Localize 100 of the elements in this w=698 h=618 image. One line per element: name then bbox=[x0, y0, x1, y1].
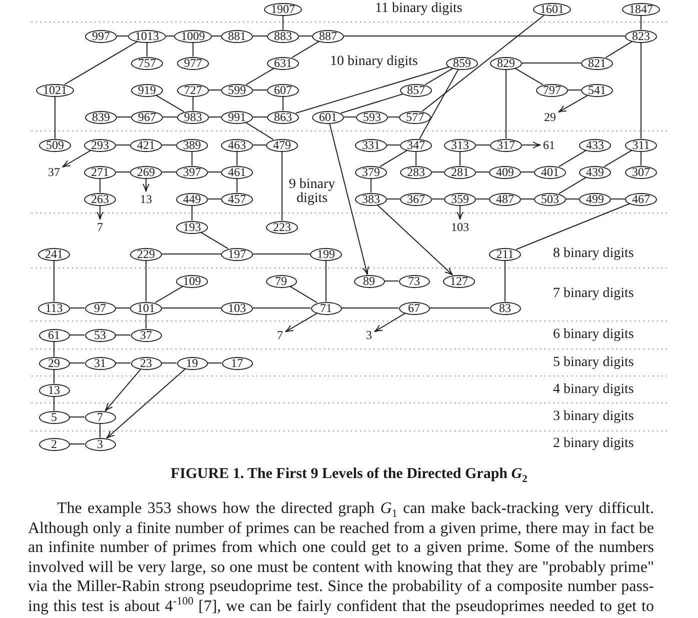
prime-node: 193 bbox=[176, 220, 208, 234]
prime-node: 67 bbox=[398, 302, 430, 314]
connector-line bbox=[252, 116, 268, 118]
prime-node: 631 bbox=[267, 56, 299, 70]
level-label: 11 binary digits bbox=[375, 2, 462, 16]
connector-line bbox=[208, 116, 222, 118]
prime-node: 457 bbox=[221, 192, 253, 206]
connector-line bbox=[520, 198, 534, 200]
prime-node: 379 bbox=[355, 166, 387, 178]
prime-node: 487 bbox=[489, 192, 521, 206]
connector-line bbox=[146, 42, 148, 57]
connector-line bbox=[370, 178, 372, 193]
figure-caption: FIGURE 1. The First 9 Levels of the Directed Graph G$_{2}$ bbox=[170, 465, 528, 483]
connector-line bbox=[236, 178, 238, 193]
prime-node: 1907 bbox=[264, 2, 302, 16]
prime-node: 29 bbox=[38, 356, 70, 370]
prime-node: 919 bbox=[131, 84, 163, 96]
prime-node: 53 bbox=[84, 328, 116, 342]
prime-node: 313 bbox=[444, 138, 476, 152]
connector-line bbox=[162, 144, 176, 146]
connector-line bbox=[245, 122, 274, 140]
connector-line bbox=[192, 96, 194, 111]
prime-number: 61 bbox=[542, 138, 556, 152]
prime-number: 7 bbox=[96, 220, 104, 234]
connector-line bbox=[384, 280, 399, 282]
prime-node: 503 bbox=[534, 192, 566, 206]
prime-node: 383 bbox=[355, 192, 387, 206]
connector-line bbox=[386, 198, 400, 200]
prime-node: 283 bbox=[400, 166, 432, 178]
connector-line bbox=[282, 15, 284, 30]
prime-node: 823 bbox=[625, 30, 657, 42]
prime-node: 31 bbox=[84, 356, 116, 370]
prime-node: 2 bbox=[38, 438, 70, 450]
prime-node: 367 bbox=[400, 192, 432, 206]
connector-line bbox=[156, 94, 184, 112]
connector-line bbox=[208, 198, 222, 200]
prime-node: 881 bbox=[221, 30, 253, 42]
prime-number: 29 bbox=[543, 110, 557, 124]
prime-node: 113 bbox=[38, 302, 70, 314]
prime-node: 983 bbox=[177, 110, 209, 124]
prime-node: 461 bbox=[221, 166, 253, 178]
level-label: 8 binary digits bbox=[553, 247, 634, 261]
prime-node: 347 bbox=[400, 138, 432, 152]
prime-node: 439 bbox=[579, 166, 611, 178]
body-paragraph: The example 353 shows how the directed graph G$_{1}$ can make back-tracking very difficult. Although only a finite number of primes can be reached from a given prime, there may in fact be an infinite number of primes from which one could get to a given prime. Some of the numbers involved will be very large, so one must be content with knowing that they are "probably prime" via the Miller-Rabin strong pseudoprime test. Since the probability of a composite number pass-ing this test is about 4$^{-100}$ [7], we can be fairly confident that the pseudoprimes needed to get to bbox=[28, 499, 654, 616]
prime-node: 401 bbox=[534, 166, 566, 178]
prime-node: 101 bbox=[130, 302, 162, 314]
prime-node: 61 bbox=[38, 328, 70, 342]
connector-line bbox=[476, 144, 490, 146]
prime-node: 601 bbox=[312, 110, 344, 124]
prime-node: 269 bbox=[130, 166, 162, 178]
connector-line bbox=[605, 40, 633, 58]
prime-node: 37 bbox=[130, 328, 162, 342]
level-label: 3 binary digits bbox=[553, 410, 634, 424]
level-label: 7 binary digits bbox=[553, 287, 634, 301]
prime-node: 271 bbox=[84, 166, 116, 178]
connector-line bbox=[344, 116, 356, 118]
connector-line bbox=[154, 286, 184, 304]
connector-line bbox=[116, 116, 132, 118]
connector-line bbox=[69, 334, 85, 336]
connector-line bbox=[69, 362, 85, 364]
prime-node: 857 bbox=[400, 84, 432, 96]
connector-line bbox=[289, 286, 318, 304]
connector-line bbox=[388, 116, 400, 118]
prime-number: 7 bbox=[276, 328, 284, 342]
prime-node: 593 bbox=[356, 110, 388, 124]
prime-number: 13 bbox=[139, 192, 153, 206]
prime-node: 397 bbox=[176, 166, 208, 178]
prime-node: 977 bbox=[177, 56, 209, 70]
prime-node: 19 bbox=[176, 356, 208, 370]
prime-node: 263 bbox=[84, 192, 116, 206]
prime-node: 23 bbox=[130, 356, 162, 370]
connector-line bbox=[386, 144, 400, 146]
prime-node: 883 bbox=[267, 30, 299, 42]
connector-line bbox=[340, 93, 404, 114]
prime-node: 991 bbox=[221, 110, 253, 124]
connector-line bbox=[295, 66, 450, 114]
prime-node: 463 bbox=[221, 138, 253, 152]
prime-node: 73 bbox=[398, 274, 430, 288]
prime-node: 241 bbox=[38, 248, 70, 260]
prime-node: 331 bbox=[355, 138, 387, 152]
prime-node: 859 bbox=[446, 56, 478, 70]
prime-node: 109 bbox=[176, 274, 208, 288]
prime-node: 467 bbox=[625, 192, 657, 206]
connector-line bbox=[419, 68, 459, 140]
connector-line bbox=[162, 116, 178, 118]
connector-line bbox=[610, 198, 626, 200]
prime-node: 359 bbox=[444, 192, 476, 206]
prime-node: 479 bbox=[266, 138, 298, 152]
connector-line bbox=[566, 198, 580, 200]
connector-line bbox=[640, 42, 642, 139]
prime-node: 499 bbox=[579, 192, 611, 206]
level-label: 5 binary digits bbox=[553, 356, 634, 370]
connector-line bbox=[558, 150, 586, 168]
connector-line bbox=[69, 416, 85, 418]
connector-line bbox=[115, 334, 131, 336]
prime-node: 967 bbox=[131, 110, 163, 124]
connector-line bbox=[514, 68, 544, 86]
prime-node: 829 bbox=[490, 56, 522, 70]
prime-node: 307 bbox=[625, 166, 657, 178]
